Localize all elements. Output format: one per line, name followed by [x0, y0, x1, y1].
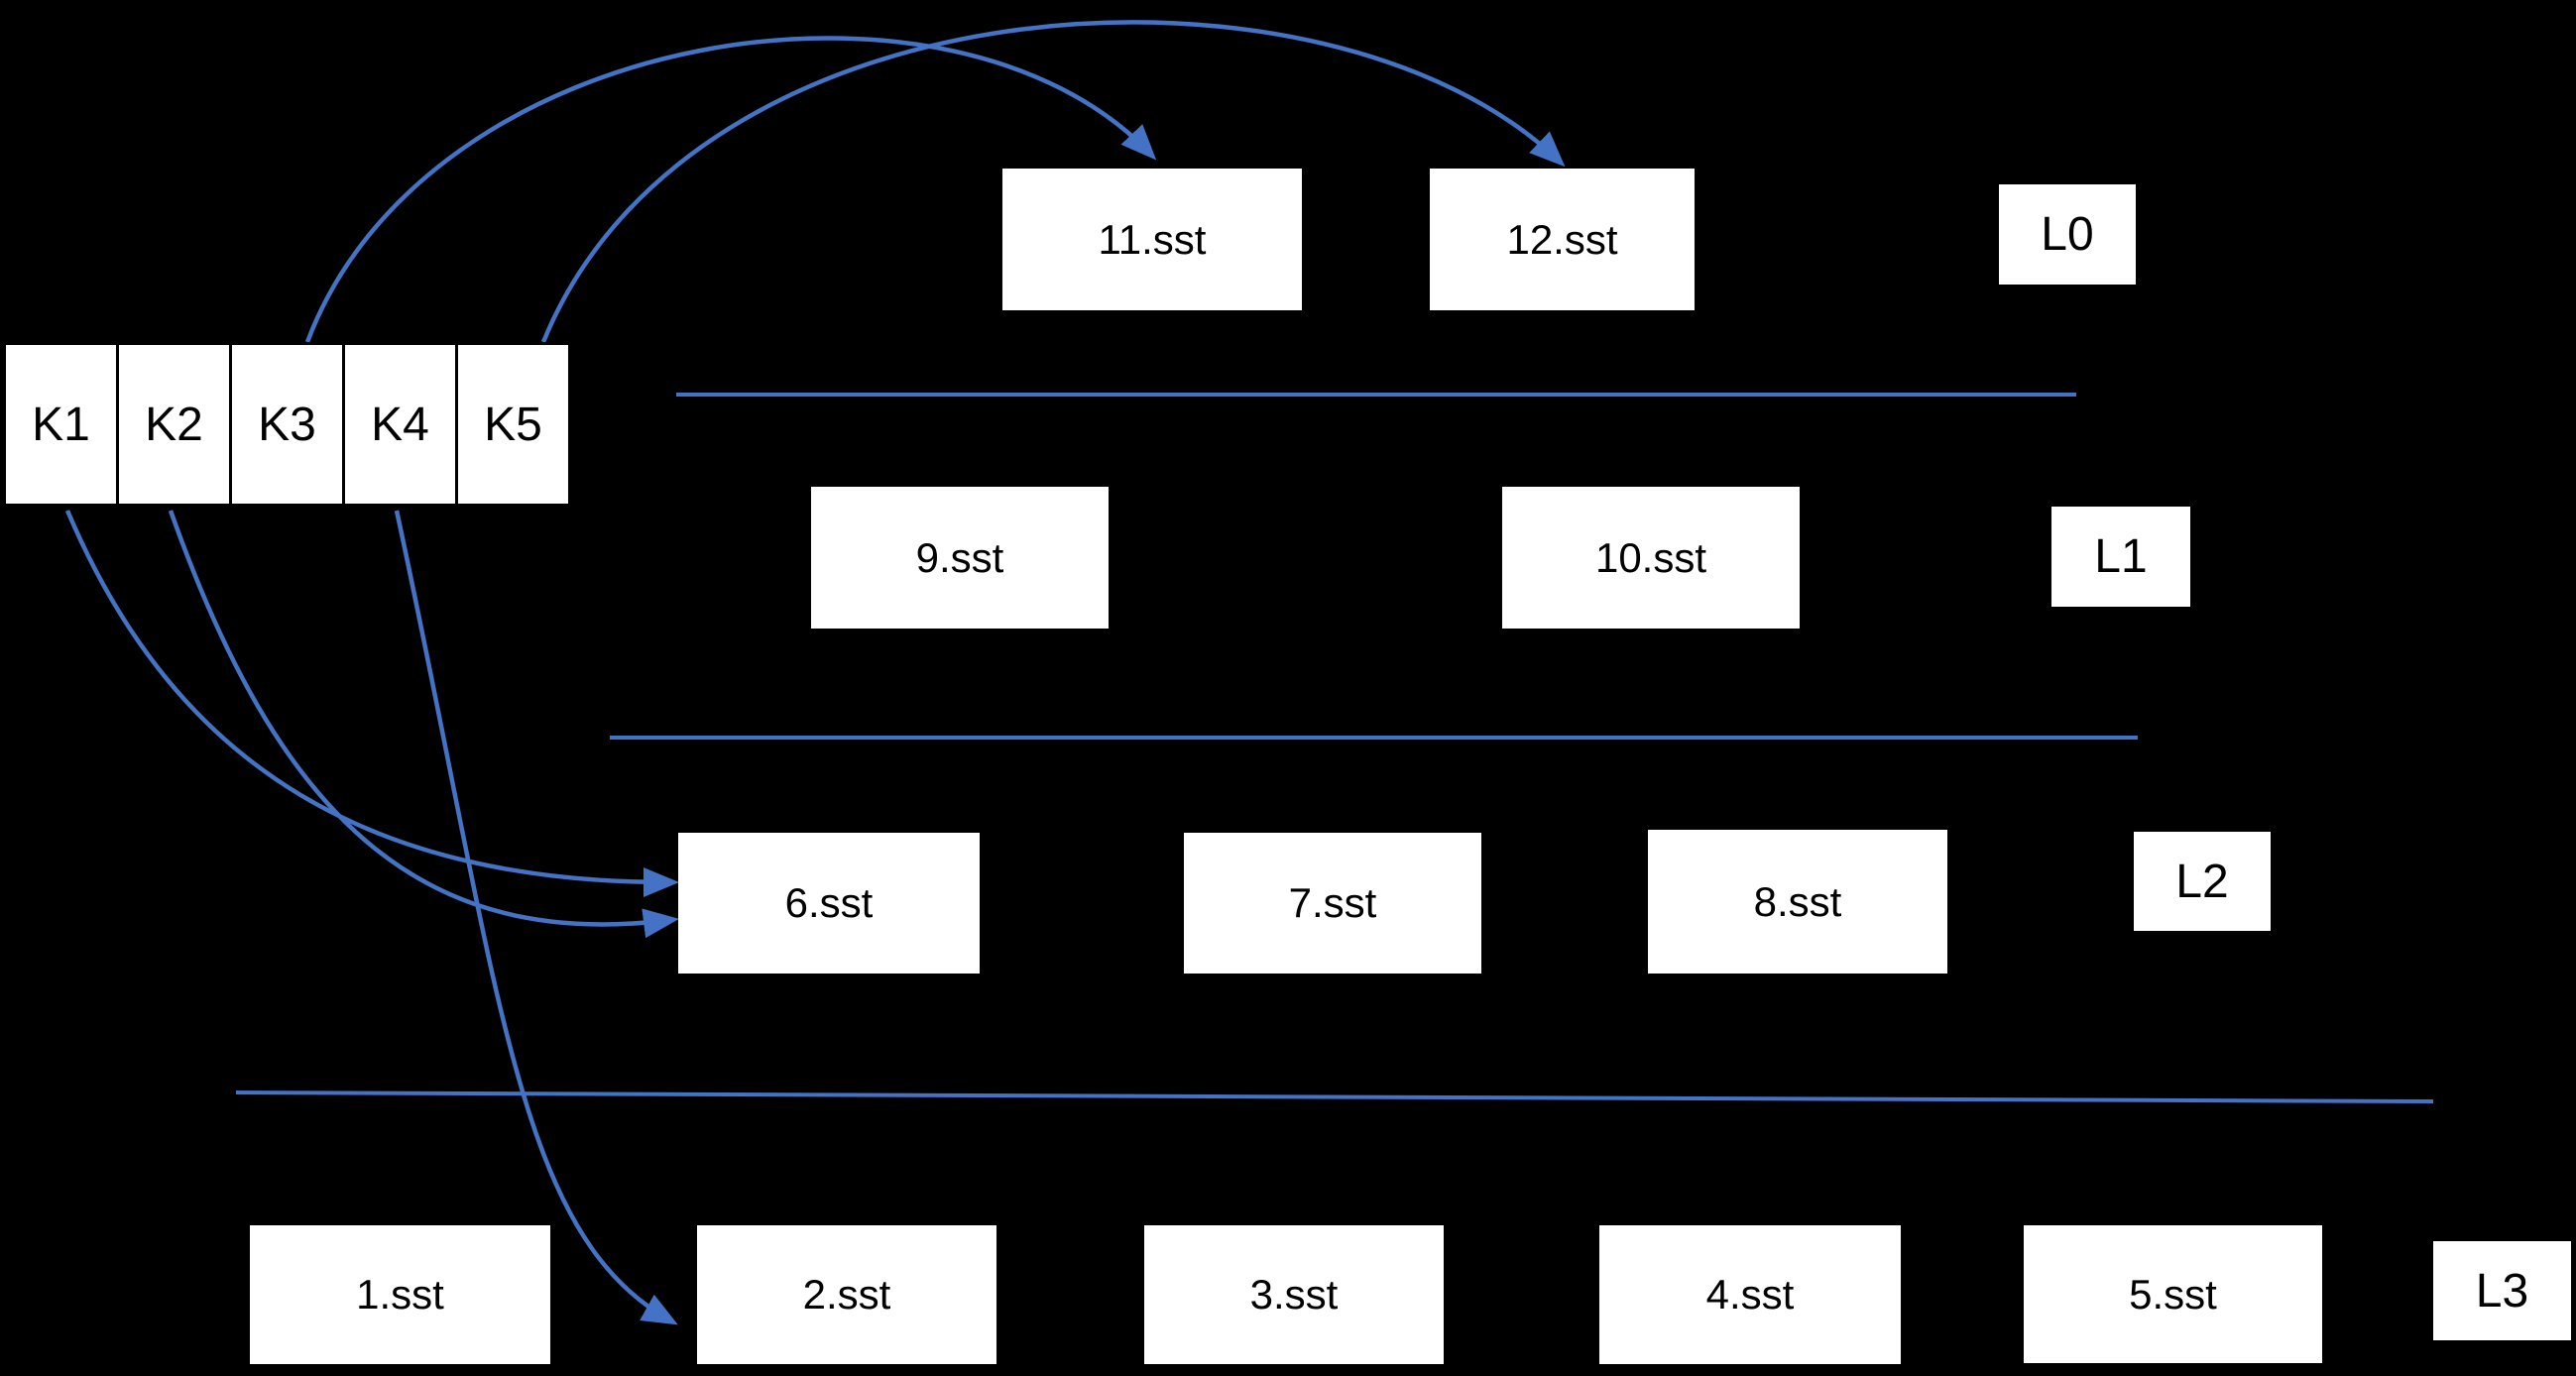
memtable-key-k5: K5 [455, 342, 571, 507]
sst-file-3: 3.sst [1144, 1225, 1444, 1364]
arrow-k1-to-6sst [64, 510, 679, 897]
sst-file-2: 2.sst [697, 1225, 996, 1364]
arrow-k2-to-6sst [168, 510, 679, 939]
sst-file-10: 10.sst [1502, 487, 1800, 629]
divider-below-l2 [235, 1090, 2434, 1103]
sst-file-7: 7.sst [1184, 833, 1481, 974]
memtable-key-k1: K1 [3, 342, 119, 507]
sst-file-1: 1.sst [250, 1225, 550, 1364]
level-label-l2: L2 [2134, 832, 2271, 931]
sst-file-8: 8.sst [1648, 830, 1947, 974]
memtable-key-k4: K4 [342, 342, 458, 507]
memtable-key-row: K1 K2 K3 K4 K5 [3, 342, 571, 507]
sst-file-11: 11.sst [1002, 169, 1302, 310]
sst-file-9: 9.sst [811, 487, 1109, 629]
memtable-key-k2: K2 [116, 342, 232, 507]
level-label-l1: L1 [2051, 507, 2190, 607]
sst-file-5: 5.sst [2024, 1225, 2322, 1363]
sst-file-4: 4.sst [1599, 1225, 1901, 1364]
level-label-l3: L3 [2433, 1241, 2571, 1340]
memtable-key-k3: K3 [229, 342, 345, 507]
sst-file-12: 12.sst [1430, 169, 1695, 310]
sst-file-6: 6.sst [678, 833, 980, 974]
level-label-l0: L0 [1999, 184, 2136, 285]
arrow-k4-to-2sst [394, 510, 678, 1325]
